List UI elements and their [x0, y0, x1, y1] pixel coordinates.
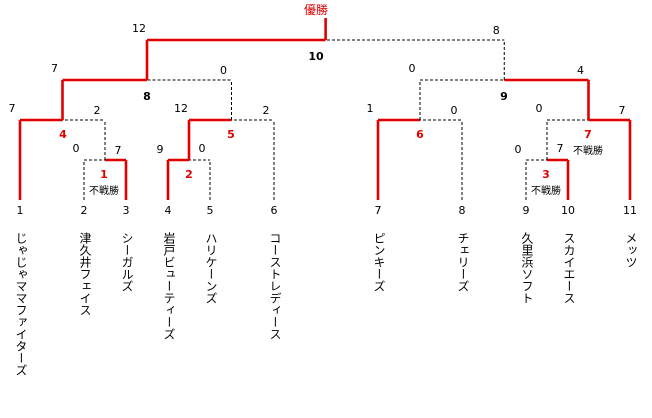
score-right: 7: [619, 104, 626, 117]
entry-number: 4: [165, 204, 172, 217]
team-name: 久里浜ソフト: [520, 232, 534, 304]
entry-number: 2: [81, 204, 88, 217]
match-number: 3: [542, 168, 550, 181]
team-name: シーガルズ: [120, 232, 134, 292]
entry-number: 1: [17, 204, 24, 217]
score-left: 0: [409, 62, 416, 75]
match-number: 6: [416, 128, 424, 141]
match-number: 5: [227, 128, 235, 141]
score-right: 4: [577, 64, 584, 77]
match-number: 2: [185, 168, 193, 181]
entry-number: 10: [561, 204, 575, 217]
score-right: 7: [115, 144, 122, 157]
bracket-lines: [18, 18, 632, 200]
walkover-note: 不戦勝: [573, 144, 603, 157]
team-name: ピンキーズ: [372, 232, 386, 292]
walkover-note: 不戦勝: [89, 184, 119, 197]
team-name: 岩戸ビューティーズ: [162, 232, 176, 340]
team-name: メッツ: [624, 232, 638, 268]
entry-number: 5: [207, 204, 214, 217]
match-number: 9: [500, 90, 508, 103]
score-right: 0: [199, 142, 206, 155]
team-name: スカイエース: [562, 232, 576, 304]
score-left: 12: [174, 102, 188, 115]
champion-title: 優勝: [304, 2, 328, 17]
match-number: 7: [584, 128, 592, 141]
walkover-note: 不戦勝: [531, 184, 561, 197]
entry-number: 6: [271, 204, 278, 217]
entry-number: 9: [523, 204, 530, 217]
match-number: 1: [100, 168, 108, 181]
score-right: 8: [493, 24, 500, 37]
entry-number: 8: [459, 204, 466, 217]
score-right: 2: [94, 104, 101, 117]
score-left: 9: [157, 143, 164, 156]
score-right: 0: [220, 64, 227, 77]
score-left: 0: [515, 143, 522, 156]
match-number: 8: [143, 90, 151, 103]
team-name: じゃじゃママファイターズ: [14, 232, 28, 376]
score-right: 2: [263, 104, 270, 117]
entry-number: 11: [623, 204, 637, 217]
team-name: チェリーズ: [456, 232, 470, 292]
entry-number: 3: [123, 204, 130, 217]
score-left: 0: [73, 142, 80, 155]
score-right: 7: [557, 142, 564, 155]
score-left: 7: [9, 102, 16, 115]
entry-number: 7: [375, 204, 382, 217]
score-left: 12: [132, 22, 146, 35]
score-left: 0: [536, 102, 543, 115]
team-name: ハリケーンズ: [204, 232, 218, 304]
score-left: 1: [367, 102, 374, 115]
score-right: 0: [451, 104, 458, 117]
team-name: コーストレディース: [268, 232, 282, 340]
match-number: 10: [308, 50, 324, 63]
score-left: 7: [51, 62, 58, 75]
match-number: 4: [59, 128, 67, 141]
team-name: 津久井フェイス: [78, 232, 92, 316]
